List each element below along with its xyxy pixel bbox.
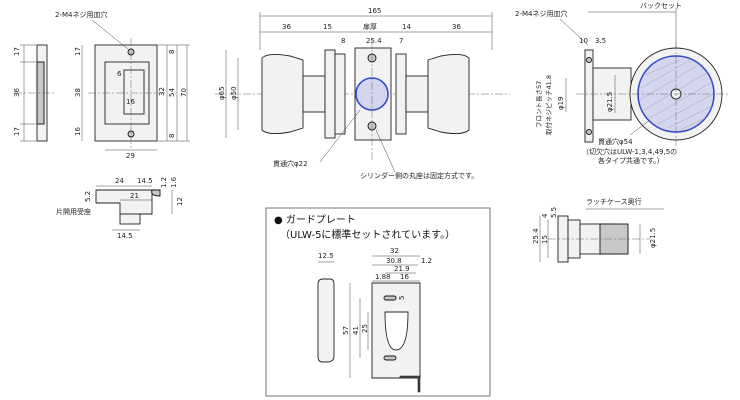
left-spindle: [302, 75, 326, 113]
dim-5-5: 5.5: [550, 207, 558, 218]
svg-text:17: 17: [74, 47, 82, 56]
guard-plate-box: ● ガードプレート （ULW-5に標準セットされています。） 12.5 32 3…: [265, 207, 491, 397]
dim-21-9: 21.9: [394, 265, 410, 273]
front-length-label: フロント長さ57: [535, 81, 543, 128]
dim-14-5-top: 14.5: [137, 177, 153, 185]
cylinder-note: シリンダー側の丸座は固定方式です。: [360, 171, 478, 180]
dim-36-right: 36: [452, 23, 461, 31]
dim-32-guard: 32: [390, 247, 399, 255]
dim-165: 165: [368, 7, 381, 15]
left-rose-inner: [334, 53, 346, 135]
dim-5-guard: 5: [398, 296, 406, 300]
receiver-foot: [119, 213, 141, 225]
dim-8-guard: 8: [386, 273, 390, 281]
left-knob: [261, 53, 304, 135]
guard-box-border: [265, 207, 491, 397]
guard-subtitle: （ULW-5に標準セットされています。）: [280, 228, 455, 241]
dim-8-top: 8: [168, 50, 176, 54]
notch-note-2: 各タイプ共通です。）: [598, 156, 664, 165]
receiver-body: [95, 189, 153, 215]
dim-1-2: 1.2: [160, 177, 168, 188]
dim-16-guard: 16: [400, 273, 409, 281]
knob-front-view: 165 36 15 8 扉厚 25.4 7 14 36 φ65 φ50: [215, 7, 510, 180]
dim-15: 15: [323, 23, 332, 31]
dim-41: 41: [352, 326, 360, 335]
dim-8: 8: [341, 37, 345, 45]
dim-12-5: 12.5: [318, 252, 334, 260]
dim-15-latch: 15: [541, 235, 549, 244]
door-thickness-label: 扉厚: [363, 22, 377, 31]
through-hole-54: 貫通穴φ54: [598, 137, 633, 146]
through-hole-22: 貫通穴φ22: [273, 159, 308, 168]
dim-1-8: 1.8: [375, 273, 386, 281]
dim-38: 38: [74, 88, 82, 97]
dim-54: 54: [168, 88, 176, 97]
dim-8-bottom: 8: [168, 134, 176, 138]
receiver-label: 片開用受座: [56, 207, 91, 216]
dim-7: 7: [399, 37, 403, 45]
dim-1-2-guard: 1.2: [421, 257, 432, 265]
dim-25: 25: [361, 324, 369, 333]
dim-5-2: 5.2: [84, 191, 92, 202]
dim-21: 21: [130, 192, 139, 200]
side-hole-note: 2-M4ネジ用皿穴: [515, 9, 567, 18]
dim-25-4: 25.4: [366, 37, 382, 45]
dim-3-5: 3.5: [595, 37, 606, 45]
dim-29: 29: [126, 152, 135, 160]
dim-phi50: φ50: [230, 86, 238, 100]
dim-24: 24: [115, 177, 124, 185]
dim-strike-mid: 36: [13, 88, 21, 97]
dim-phi65: φ65: [218, 86, 226, 100]
side-view: 2-M4ネジ用皿穴 バックセット 10 3.5 フロント長さ57 取付ネジピッチ…: [515, 2, 730, 165]
svg-text:16: 16: [74, 127, 82, 136]
dim-32: 32: [158, 87, 166, 96]
guard-side-profile: [317, 278, 335, 363]
dim-57: 57: [342, 326, 350, 335]
dim-70: 70: [180, 88, 188, 97]
dim-16-inner: 16: [126, 98, 135, 106]
dim-12: 12: [176, 197, 184, 206]
notch-note-1: （切欠穴はULW-1,3,4,49,5の: [582, 147, 677, 156]
guard-lip: [399, 375, 421, 393]
dim-14: 14: [402, 23, 411, 31]
dim-strike-bottom: 17: [13, 127, 21, 136]
dim-30-8: 30.8: [386, 257, 402, 265]
receiver-lip: [151, 189, 161, 197]
latch-depth-label: ラッチケース奥行: [586, 197, 642, 206]
dim-4: 4: [541, 213, 549, 218]
left-rose: [324, 49, 336, 139]
dim-6: 6: [117, 70, 122, 78]
right-spindle: [405, 75, 429, 113]
guard-slot-bottom: [383, 355, 397, 361]
strike-plate-view: 17 36 17 2-M4ネジ用皿穴 17 38 16 6 16 8 32 54…: [13, 10, 190, 160]
dim-phi21-5-latch: φ21.5: [649, 228, 657, 248]
dim-25-4-latch: 25.4: [532, 228, 540, 244]
dim-14-5-bottom: 14.5: [117, 232, 133, 240]
dim-phi19: φ19: [557, 96, 565, 110]
strike-hole-note: 2-M4ネジ用皿穴: [55, 10, 107, 19]
receiver-view: 片開用受座 24 14.5 1.2 1.6 5.2 21 12 14.5: [56, 176, 184, 240]
guard-slot-top: [383, 295, 397, 301]
dim-phi21-5: φ21.5: [606, 92, 614, 112]
right-knob: [427, 53, 470, 135]
dim-36-left: 36: [282, 23, 291, 31]
dim-1-6: 1.6: [170, 176, 178, 188]
strike-latch-hole: [123, 69, 145, 115]
side-faceplate: [584, 49, 594, 143]
dim-strike-top: 17: [13, 47, 21, 56]
dim-10: 10: [579, 37, 588, 45]
guard-title: ● ガードプレート: [274, 214, 356, 226]
backset-label: バックセット: [640, 2, 682, 10]
screw-pitch-label: 取付ネジピッチ41.8: [544, 75, 553, 135]
latch-case-view: ラッチケース奥行 25.4 15 5.5 4 φ21.5: [532, 197, 664, 263]
right-rose: [395, 53, 407, 135]
